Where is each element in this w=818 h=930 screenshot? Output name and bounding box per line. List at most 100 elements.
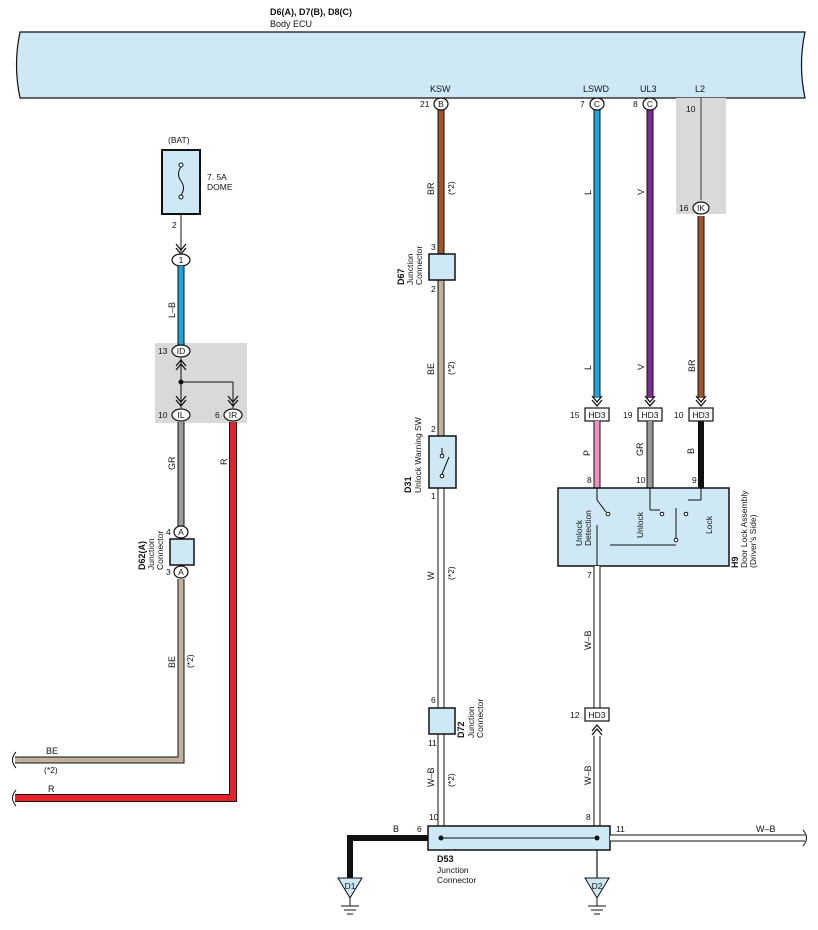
terminal-name-ul3: UL3 bbox=[640, 84, 657, 94]
connector-id bbox=[171, 344, 191, 358]
note-w: (*2) bbox=[446, 566, 456, 580]
wire-label-lb: L–B bbox=[167, 302, 177, 318]
wire-label-l-bottom: L bbox=[583, 365, 593, 370]
wire-label-wb-lower: W–B bbox=[583, 765, 593, 785]
wire-label-wb-right: W–B bbox=[756, 824, 776, 834]
wire-label-b-ground: B bbox=[393, 824, 399, 834]
note-br: (*2) bbox=[446, 181, 456, 195]
terminal-name-l2: L2 bbox=[695, 84, 705, 94]
note-wb: (*2) bbox=[446, 773, 456, 787]
d53-pin-8: 8 bbox=[586, 812, 591, 822]
connector-ik bbox=[692, 201, 710, 215]
conn-label-c2: C bbox=[647, 99, 653, 109]
wire-label-v-bottom: V bbox=[636, 364, 646, 370]
hd3-connector-12 bbox=[584, 707, 610, 722]
d62-name2: Connector bbox=[155, 531, 165, 570]
d53-pin-10: 10 bbox=[429, 812, 439, 822]
conn-label-c1: C bbox=[594, 99, 600, 109]
d62-conn-top bbox=[173, 525, 189, 539]
wire-label-gr-left: GR bbox=[167, 456, 177, 470]
terminal-name-ksw: KSW bbox=[430, 84, 451, 94]
h9-sw1-label: Unlock bbox=[574, 519, 584, 546]
ground-d1 bbox=[337, 877, 363, 899]
ik-pin: 16 bbox=[679, 203, 689, 213]
hd3-d-pin: 12 bbox=[570, 710, 580, 720]
note-be: (*2) bbox=[446, 361, 456, 375]
h9-sw1b-label: Detection bbox=[583, 510, 593, 546]
d67-name1: Junction bbox=[405, 253, 415, 285]
terminal-name-lswd: LSWD bbox=[583, 84, 610, 94]
d72-junction-connector bbox=[428, 707, 456, 735]
wire-label-r-vertical: R bbox=[219, 458, 229, 465]
d62-name1: Junction bbox=[146, 538, 156, 570]
ecu-title: D6(A), D7(B), D8(C) bbox=[270, 7, 352, 17]
wire-label-br-l2: BR bbox=[687, 359, 697, 372]
il-code: IL bbox=[177, 410, 184, 420]
fuse-header: (BAT) bbox=[168, 135, 190, 145]
ik-code: IK bbox=[697, 203, 705, 213]
fuse-rating: 7. 5A bbox=[207, 172, 227, 182]
d72-id: D72 bbox=[456, 721, 466, 738]
connector-c-pin8 bbox=[642, 97, 658, 111]
connector-c-pin7 bbox=[589, 97, 605, 111]
d67-pin-bottom: 2 bbox=[431, 284, 436, 294]
h9-pin-10: 10 bbox=[636, 475, 646, 485]
pin-8: 8 bbox=[633, 99, 638, 109]
wire-label-b-h9: B bbox=[686, 448, 696, 454]
d62-pin-bottom: 3 bbox=[166, 567, 171, 577]
d62-conn-top-label: A bbox=[178, 527, 184, 537]
ground-d2 bbox=[584, 877, 610, 899]
d53-id: D53 bbox=[437, 854, 454, 864]
h9-pin-8: 8 bbox=[587, 475, 592, 485]
wire-label-be: BE bbox=[426, 363, 436, 375]
hd3-a-code: HD3 bbox=[588, 410, 605, 420]
connector-ir bbox=[223, 408, 243, 422]
hd3-c-pin: 10 bbox=[674, 410, 684, 420]
wire-label-l-top: L bbox=[583, 190, 593, 195]
wire-label-br: BR bbox=[426, 182, 436, 195]
hd3-b-pin: 19 bbox=[623, 410, 633, 420]
d72-name2: Connector bbox=[475, 699, 485, 738]
ground-d2-label: D2 bbox=[592, 881, 603, 891]
ir-pin: 6 bbox=[215, 410, 220, 420]
note-be-exit: (*2) bbox=[44, 765, 58, 775]
wire-b-ground bbox=[347, 835, 428, 878]
hd3-b-code: HD3 bbox=[641, 410, 658, 420]
h9-pin-7: 7 bbox=[587, 570, 592, 580]
d67-id: D67 bbox=[396, 268, 406, 285]
pin-10-l2: 10 bbox=[686, 104, 696, 114]
d67-junction-connector bbox=[428, 253, 456, 281]
h9-name1: Door Lock Assembly bbox=[739, 490, 749, 568]
il-pin: 10 bbox=[158, 410, 168, 420]
pin-7: 7 bbox=[580, 99, 585, 109]
d31-id: D31 bbox=[403, 476, 413, 493]
d53-name1: Junction bbox=[437, 865, 469, 875]
fuse-pin: 2 bbox=[172, 220, 177, 230]
d31-unlock-warning-switch bbox=[428, 435, 457, 489]
dome-fuse bbox=[161, 149, 201, 215]
conn-label-b: B bbox=[438, 99, 444, 109]
connector-il bbox=[171, 408, 191, 422]
wire-be-left bbox=[15, 579, 184, 763]
d53-pin-6: 6 bbox=[417, 824, 422, 834]
d72-pin-bottom: 11 bbox=[428, 738, 437, 748]
d53-name2: Connector bbox=[437, 875, 476, 885]
d31-pin-top: 2 bbox=[431, 424, 436, 434]
body-ecu bbox=[15, 31, 806, 99]
d62-pin-top: 4 bbox=[166, 527, 171, 537]
d62-id: D62(A) bbox=[137, 541, 147, 570]
h9-name2: (Driver's Side) bbox=[748, 514, 758, 568]
d62-conn-bottom-label: A bbox=[178, 567, 184, 577]
d62-conn-bottom bbox=[173, 565, 189, 579]
wire-label-r-exit: R bbox=[48, 784, 55, 794]
h9-sw3-label: Lock bbox=[704, 515, 714, 534]
h9-id: H9 bbox=[730, 556, 740, 568]
d67-name2: Connector bbox=[414, 246, 424, 285]
connector-b-pin21 bbox=[433, 97, 449, 111]
d31-pin-bottom: 1 bbox=[431, 491, 436, 501]
wire-label-w: W bbox=[426, 571, 436, 580]
ir-code: IR bbox=[229, 410, 238, 420]
h9-sw2-label: Unlock bbox=[635, 511, 645, 538]
ecu-subtitle: Body ECU bbox=[270, 19, 312, 29]
d53-pin-11: 11 bbox=[616, 824, 625, 834]
